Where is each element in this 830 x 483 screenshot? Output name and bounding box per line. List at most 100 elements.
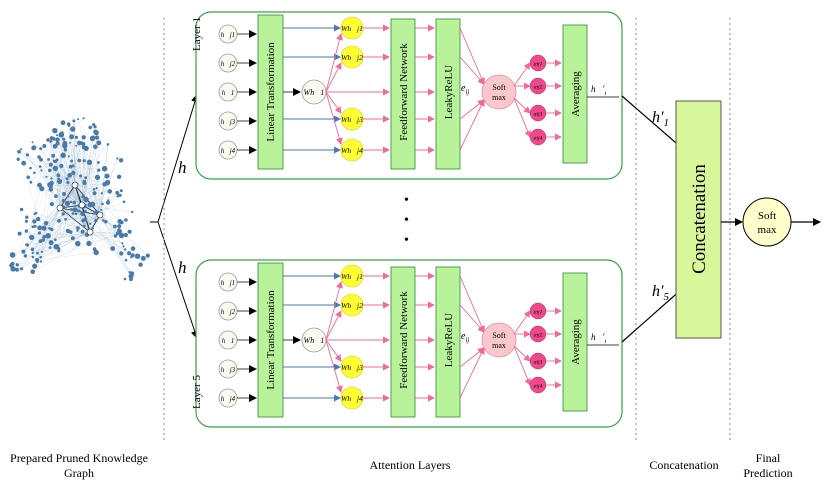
graph-node — [30, 247, 35, 252]
input-node-label: h⃗j3 — [221, 366, 236, 374]
alpha-node-label: αij2 — [534, 85, 543, 91]
graph-node — [113, 224, 117, 229]
softmax-node — [481, 74, 517, 110]
graph-edge — [47, 139, 91, 233]
graph-node — [62, 140, 68, 146]
input-node-label: h⃗j2 — [221, 308, 236, 316]
graph-node — [80, 211, 85, 217]
pair-arrow — [325, 310, 342, 341]
graph-node — [96, 140, 102, 146]
graph-node — [124, 218, 128, 222]
graph-node — [30, 269, 35, 275]
graph-node — [37, 225, 42, 231]
alpha-node-label: αij3 — [534, 112, 543, 118]
graph-node — [86, 240, 92, 247]
h1-prime-label: h′1 — [652, 109, 669, 129]
graph-node — [67, 155, 70, 158]
graph-node — [123, 232, 128, 238]
graph-node — [20, 148, 22, 151]
softmax-input-arrow — [459, 347, 485, 399]
graph-node — [10, 266, 16, 272]
graph-node — [71, 212, 75, 215]
graph-node — [72, 200, 76, 205]
graph-node — [116, 174, 122, 179]
graph-node — [31, 145, 37, 151]
linear-transformation-label: Linear Transformation — [265, 42, 277, 142]
alpha-arrow — [513, 310, 531, 335]
graph-node — [16, 157, 20, 161]
graph-node — [64, 200, 70, 206]
h-input-bottom: h — [178, 258, 187, 277]
graph-edge — [32, 226, 115, 272]
graph-node — [49, 202, 55, 207]
graph-node — [116, 192, 120, 195]
graph-node — [129, 271, 135, 276]
graph-hub-node — [96, 211, 104, 219]
graph-node — [86, 159, 93, 165]
graph-node — [29, 166, 32, 170]
feedforward-block — [390, 18, 416, 170]
graph-node — [72, 119, 76, 123]
graph-node — [134, 253, 141, 259]
graph-node — [87, 202, 93, 208]
graph-node — [15, 263, 19, 267]
alpha-arrow — [513, 345, 531, 362]
graph-edge — [37, 252, 97, 261]
alpha-arrow — [513, 97, 531, 138]
graph-edge — [69, 142, 76, 186]
graph-node — [69, 200, 73, 204]
graph-node — [29, 180, 33, 184]
ellipsis-dot: • — [404, 233, 409, 248]
graph-node — [100, 208, 103, 211]
feedforward-label: Feedforward Network — [398, 291, 410, 389]
graph-node — [110, 246, 116, 251]
transformed-node-label: Wh⃗j4 — [341, 394, 363, 403]
graph-edge — [89, 162, 122, 223]
graph-node — [75, 212, 78, 216]
graph-node — [75, 240, 81, 247]
graph-node — [63, 148, 68, 152]
graph-node — [62, 192, 67, 196]
graph-node — [55, 158, 59, 161]
graph-node — [82, 224, 86, 228]
input-node-label: h⃗j1 — [221, 31, 235, 39]
graph-edge — [59, 195, 121, 209]
graph-node — [72, 207, 78, 213]
leakyrelu-label: LeakyReLU — [443, 313, 455, 367]
input-node-label: h⃗j4 — [221, 147, 236, 155]
graph-node — [70, 126, 76, 132]
graph-node — [31, 255, 35, 259]
e-ij-label: eij — [461, 331, 469, 344]
transformed-node-label: Wh⃗j3 — [341, 115, 363, 124]
ellipsis-dot: • — [404, 193, 409, 208]
graph-node — [40, 169, 43, 172]
caption-concatenation: Concatenation — [649, 458, 719, 472]
graph-node — [48, 162, 53, 167]
graph-node — [55, 137, 60, 142]
concatenation-stage: h′1 h′5 Concatenation — [621, 95, 743, 343]
graph-node — [37, 155, 41, 159]
pair-arrow — [325, 33, 343, 93]
graph-node — [122, 245, 125, 248]
softmax-label-1: Soft — [492, 331, 506, 340]
graph-node — [83, 209, 87, 213]
graph-node — [39, 260, 43, 263]
graph-edge — [32, 160, 80, 227]
linear-transformation-block — [257, 14, 284, 170]
graph-node — [21, 160, 27, 166]
pair-arrow — [325, 62, 342, 93]
graph-node — [116, 157, 119, 160]
center-w-label: Wh⃗1 — [304, 336, 325, 345]
graph-node — [48, 168, 52, 173]
graph-node — [124, 258, 128, 262]
graph-node — [77, 140, 82, 146]
graph-node — [118, 193, 122, 197]
graph-node — [82, 159, 86, 163]
graph-node — [81, 195, 85, 199]
graph-node — [81, 218, 85, 223]
graph-node — [145, 253, 150, 258]
graph-node — [81, 142, 86, 147]
graph-edge — [26, 204, 83, 245]
graph-node — [102, 219, 105, 222]
graph-node — [41, 225, 47, 231]
